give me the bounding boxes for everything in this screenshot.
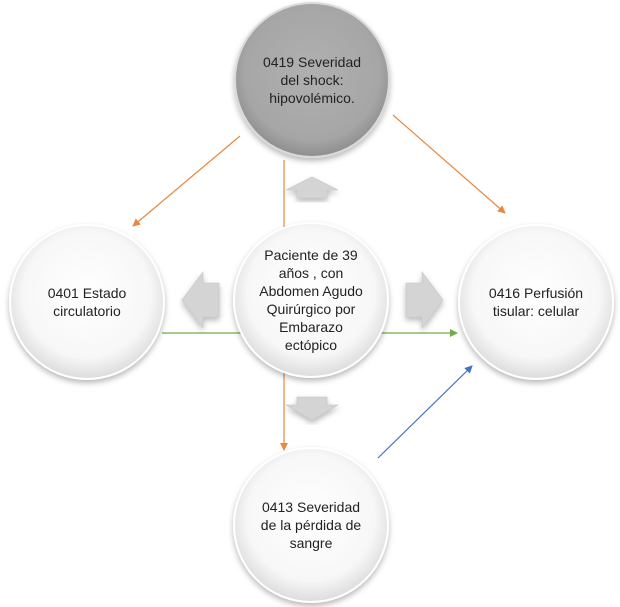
node-patient xyxy=(233,222,389,378)
arrow-top-to-left xyxy=(132,135,241,227)
arrow-top-to-right xyxy=(392,114,506,214)
chevron-right-icon xyxy=(405,271,444,329)
arrow-bottom-to-right xyxy=(377,365,473,459)
node-circulatory-status xyxy=(9,224,165,380)
chevron-up-icon xyxy=(285,176,339,199)
node-blood-loss-severity xyxy=(233,447,389,603)
chevron-down-icon xyxy=(284,396,340,421)
node-tissue-perfusion xyxy=(458,224,614,380)
node-shock-severity xyxy=(234,2,390,158)
chevron-left-icon xyxy=(181,271,220,329)
